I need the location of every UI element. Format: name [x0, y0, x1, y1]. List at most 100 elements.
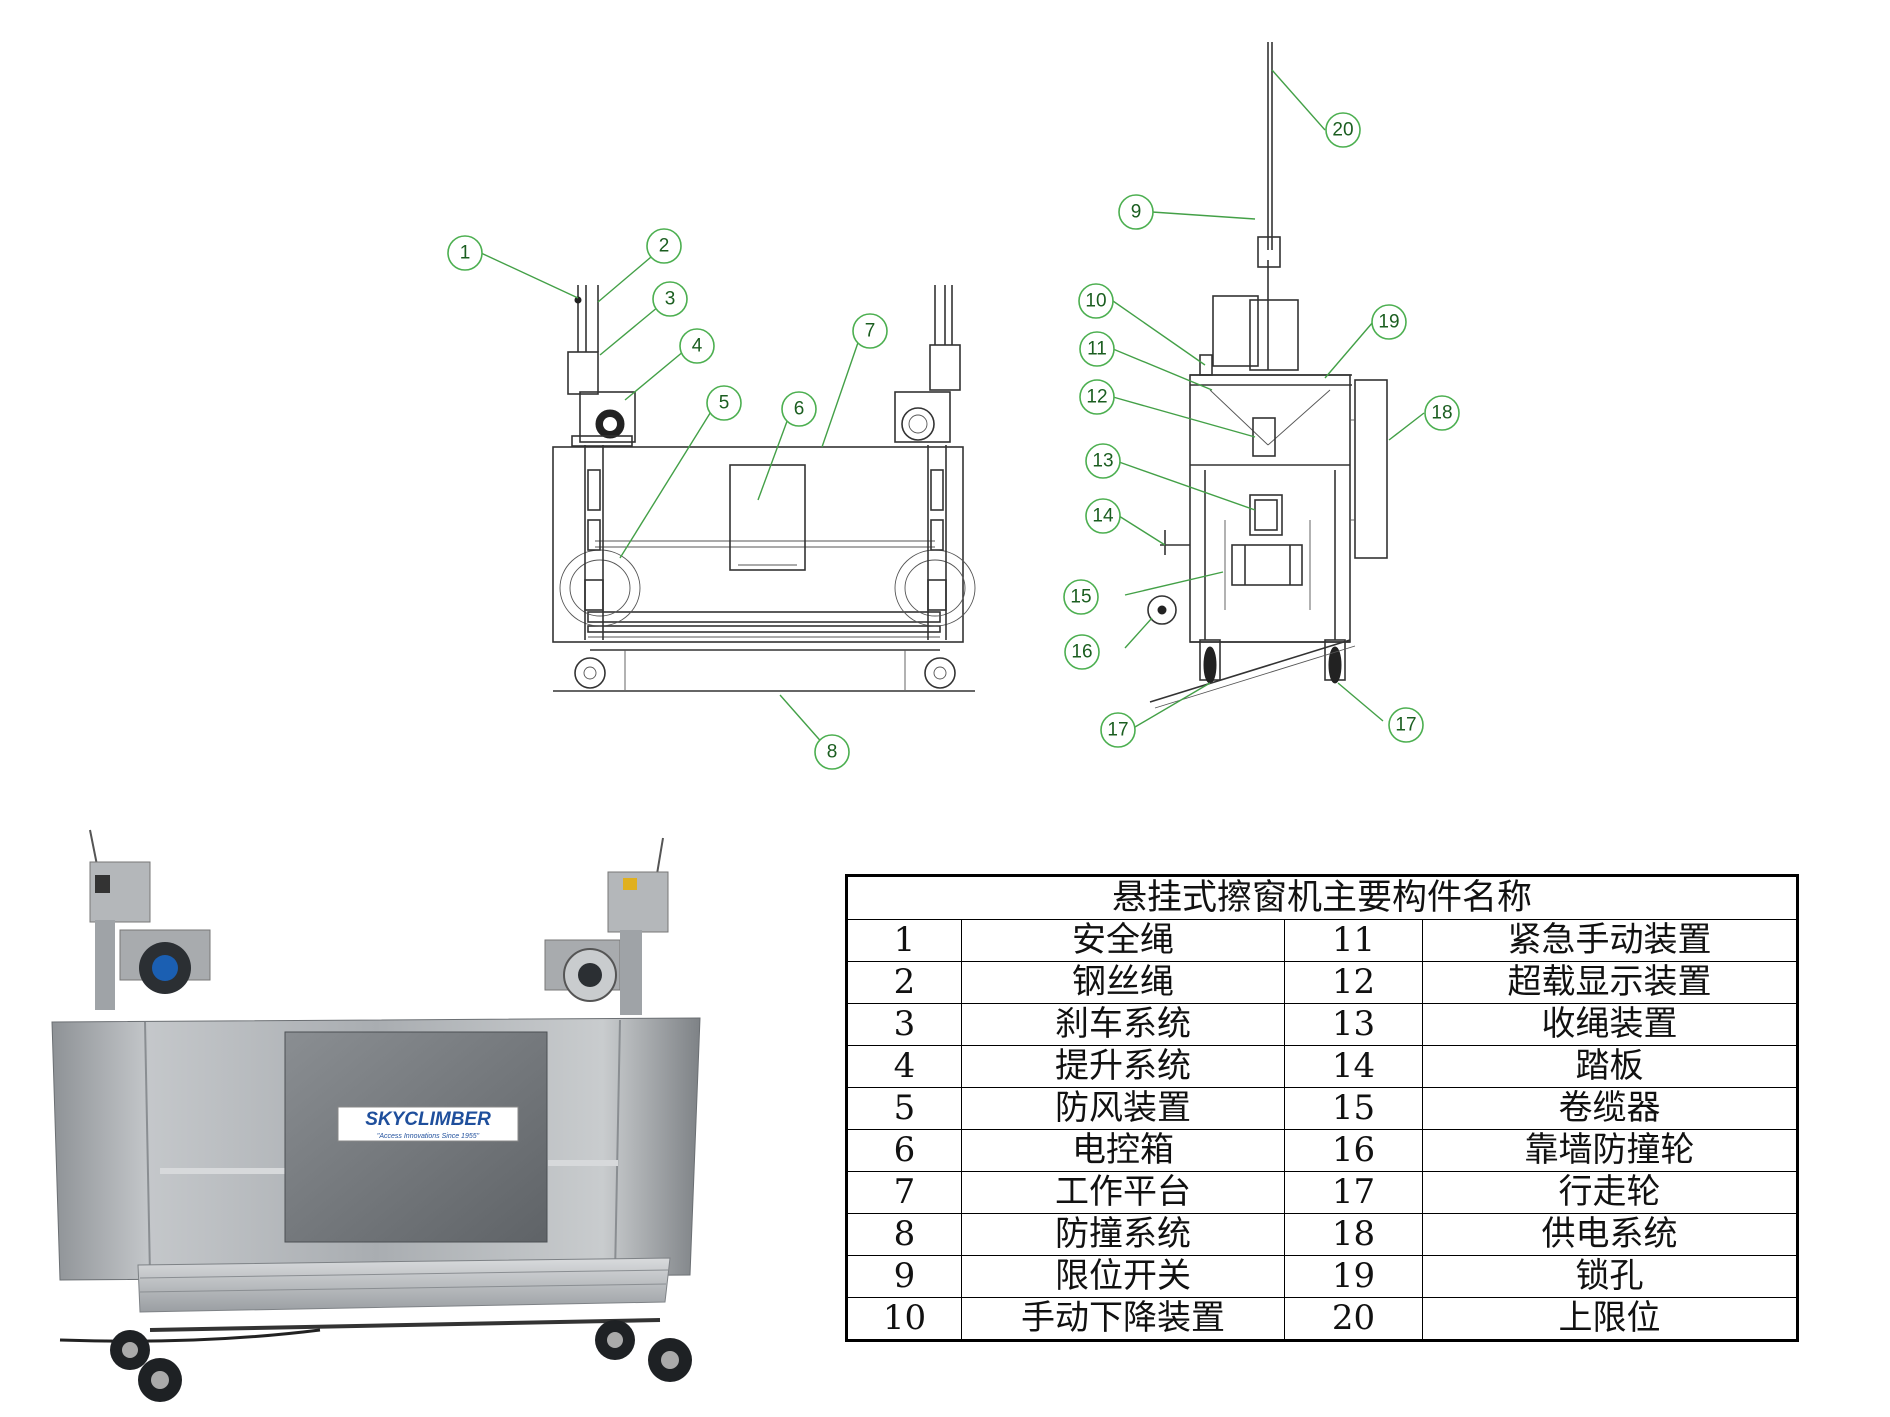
platform-body	[552, 446, 964, 643]
callout-1: 1	[447, 235, 483, 271]
part-name-cell: 紧急手动装置	[1421, 919, 1799, 962]
side-view-drawing	[1147, 42, 1388, 709]
part-name-cell: 行走轮	[1421, 1171, 1799, 1214]
leader-lines	[480, 69, 1425, 747]
part-number-cell: 1	[846, 919, 962, 962]
part-name-cell: 锁孔	[1421, 1255, 1799, 1298]
callout-17-right-label: 17	[1395, 715, 1416, 736]
callout-17-left: 17	[1100, 712, 1136, 748]
part-number-cell: 20	[1284, 1297, 1423, 1341]
callout-20: 20	[1325, 112, 1361, 148]
skyclimber-logo	[337, 1106, 519, 1142]
callout-14-label: 14	[1092, 506, 1114, 527]
part-name-cell: 上限位	[1421, 1297, 1799, 1341]
castor-wheel	[648, 1338, 692, 1382]
callout-10-label: 10	[1085, 291, 1106, 312]
part-name-cell: 钢丝绳	[961, 961, 1285, 1004]
part-number-cell: 8	[846, 1213, 962, 1256]
part-name-cell: 防撞系统	[961, 1213, 1285, 1256]
callout-16-label: 16	[1071, 642, 1092, 663]
callout-15-label: 15	[1070, 587, 1091, 608]
part-number-cell: 2	[846, 961, 962, 1004]
part-name-cell: 收绳装置	[1421, 1003, 1799, 1046]
part-number-cell: 18	[1284, 1213, 1423, 1256]
part-number-cell: 17	[1284, 1171, 1423, 1214]
part-number-cell: 19	[1284, 1255, 1423, 1298]
callout-4: 4	[679, 328, 715, 364]
part-number-cell: 14	[1284, 1045, 1423, 1088]
part-number-cell: 4	[846, 1045, 962, 1088]
part-number-cell: 5	[846, 1087, 962, 1130]
callout-5: 5	[706, 385, 742, 421]
table-title: 悬挂式擦窗机主要构件名称	[845, 875, 1799, 920]
front-view-drawing	[552, 285, 976, 692]
part-name-cell: 供电系统	[1421, 1213, 1799, 1256]
callout-1-label: 1	[460, 243, 471, 264]
callout-5-label: 5	[719, 393, 730, 414]
table-title-row: 悬挂式擦窗机主要构件名称	[845, 875, 1799, 920]
part-name-cell: 靠墙防撞轮	[1421, 1129, 1799, 1172]
part-number-cell: 10	[846, 1297, 962, 1341]
power-supply-panel	[1354, 379, 1388, 559]
part-number-cell: 7	[846, 1171, 962, 1214]
part-name-cell: 防风装置	[961, 1087, 1285, 1130]
callout-7-label: 7	[865, 321, 876, 342]
callout-9: 9	[1118, 194, 1154, 230]
control-box	[729, 464, 806, 571]
callout-17-left-label: 17	[1107, 720, 1128, 741]
platform-photo: SKYCLIMBER "Access Innovations Since 195…	[51, 829, 701, 1402]
callout-3: 3	[652, 281, 688, 317]
callout-18-label: 18	[1431, 403, 1452, 424]
callout-9-label: 9	[1131, 202, 1142, 223]
part-name-cell: 限位开关	[961, 1255, 1285, 1298]
part-name-cell: 提升系统	[961, 1045, 1285, 1088]
part-number-cell: 16	[1284, 1129, 1423, 1172]
part-number-cell: 9	[846, 1255, 962, 1298]
callout-16: 16	[1064, 634, 1100, 670]
callout-12: 12	[1079, 379, 1115, 415]
part-name-cell: 工作平台	[961, 1171, 1285, 1214]
brand-tagline: "Access Innovations Since 1955"	[377, 1133, 480, 1140]
callout-12-label: 12	[1086, 387, 1107, 408]
callout-13-label: 13	[1092, 451, 1113, 472]
callout-15: 15	[1063, 579, 1099, 615]
callout-3-label: 3	[665, 289, 676, 310]
castor-wheel	[595, 1320, 635, 1360]
part-name-cell: 踏板	[1421, 1045, 1799, 1088]
callout-6: 6	[781, 391, 817, 427]
callout-20-label: 20	[1332, 120, 1353, 141]
right-hoist	[607, 871, 669, 933]
brand-name: SKYCLIMBER	[365, 1109, 491, 1130]
side-frame	[1189, 374, 1351, 643]
callout-14: 14	[1085, 498, 1121, 534]
callout-6-label: 6	[794, 399, 805, 420]
callout-2-label: 2	[659, 236, 670, 257]
callout-2: 2	[646, 228, 682, 264]
callout-13: 13	[1085, 443, 1121, 479]
part-number-cell: 15	[1284, 1087, 1423, 1130]
part-number-cell: 3	[846, 1003, 962, 1046]
callout-8-label: 8	[827, 742, 838, 763]
callout-7: 7	[852, 313, 888, 349]
part-number-cell: 6	[846, 1129, 962, 1172]
castor-wheel	[110, 1330, 150, 1370]
part-number-cell: 11	[1284, 919, 1423, 962]
part-number-cell: 12	[1284, 961, 1423, 1004]
callout-8: 8	[814, 734, 850, 770]
callout-19-label: 19	[1378, 312, 1399, 333]
callout-18: 18	[1424, 395, 1460, 431]
part-number-cell: 13	[1284, 1003, 1423, 1046]
callout-19: 19	[1371, 304, 1407, 340]
callout-4-label: 4	[692, 336, 703, 357]
